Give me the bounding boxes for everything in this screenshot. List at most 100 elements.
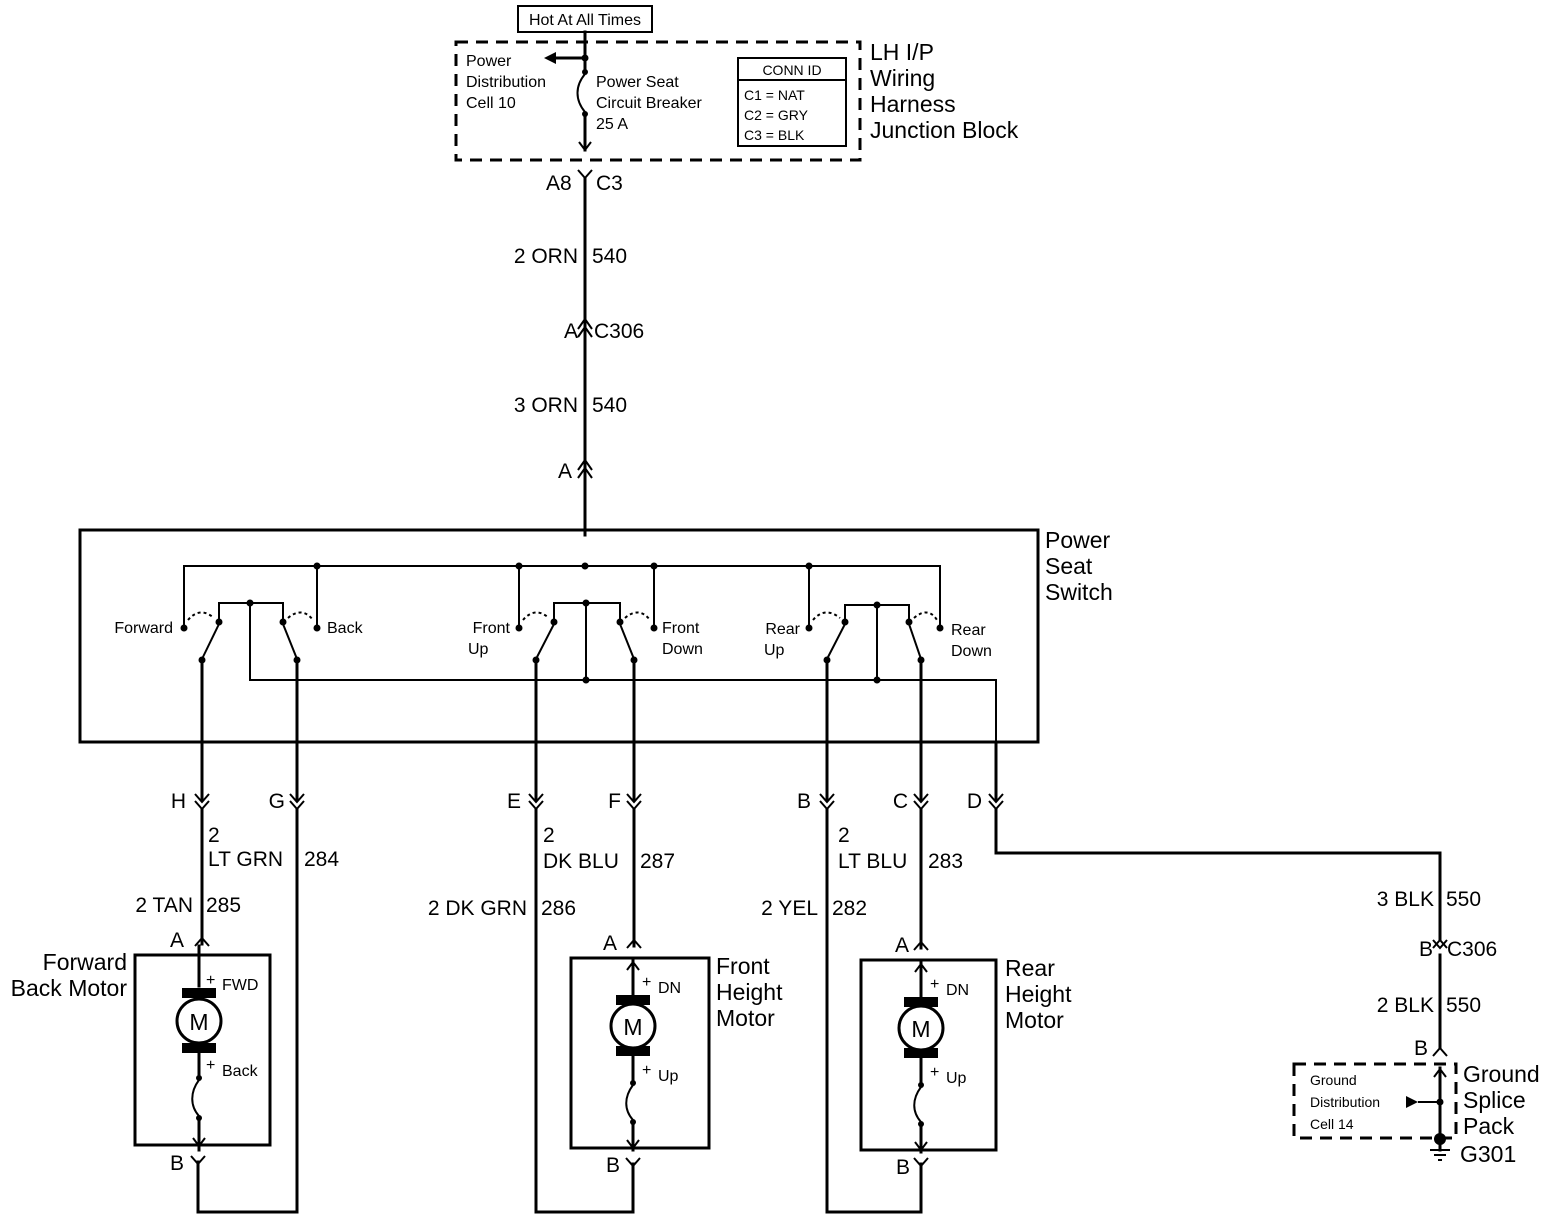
breaker-line-2: Circuit Breaker	[596, 95, 702, 112]
rh-circuit: 283	[928, 850, 963, 873]
power-distribution-line-2: Distribution	[466, 74, 546, 91]
ground-distribution-arrow	[1406, 1096, 1418, 1108]
pin-b-label: B	[797, 790, 811, 813]
pin-d-label: D	[967, 790, 982, 813]
breaker-line-3: 25 A	[596, 116, 628, 133]
fb-pin-a: A	[170, 929, 184, 952]
switch-forward-label: Forward	[114, 620, 173, 637]
switch-rear-down-line-1: Rear	[951, 622, 986, 639]
ground-wire2-color: 2 BLK	[1377, 994, 1434, 1017]
svg-text:+: +	[642, 974, 651, 991]
power-distribution-arrow	[544, 52, 556, 64]
junction-name-line-3: Harness	[870, 91, 956, 117]
svg-text:+: +	[206, 1057, 215, 1074]
conn-id-title: CONN ID	[762, 62, 821, 78]
pin-f-label: F	[608, 790, 621, 813]
svg-text:+: +	[206, 972, 215, 989]
ground-symbol-icon	[1430, 1149, 1450, 1161]
fh-pin-a: A	[603, 932, 617, 955]
ground-dist-line-2: Distribution	[1310, 1094, 1380, 1110]
fh-green: 2 DK GRN	[428, 897, 527, 920]
ground-c306-name: C306	[1447, 938, 1497, 961]
pin-c-label: C	[893, 790, 908, 813]
power-seat-switch: Power Seat Switch Forward Back	[78, 527, 1113, 744]
conn-id-row-1: C1 = NAT	[744, 87, 805, 103]
power-distribution-line-3: Cell 10	[466, 95, 516, 112]
fb-color: LT GRN	[208, 848, 283, 871]
rh-gauge: 2	[838, 824, 850, 847]
rh-pin-a: A	[895, 934, 909, 957]
ground-dist-line-1: Ground	[1310, 1072, 1357, 1088]
hot-at-all-times-label: Hot At All Times	[529, 12, 641, 29]
rh-name-line-2: Height	[1005, 981, 1072, 1007]
power-distribution-line-1: Power	[466, 53, 512, 70]
pin-h-label: H	[171, 790, 186, 813]
ground-wire1-color: 3 BLK	[1377, 888, 1434, 911]
fb-tan-circuit: 285	[206, 894, 241, 917]
conn-id-row-3: C3 = BLK	[744, 127, 805, 143]
ground-pack-line-3: Pack	[1463, 1113, 1515, 1139]
switch-output-wires	[200, 658, 998, 802]
breaker-symbol	[544, 30, 592, 152]
svg-text:+: +	[642, 1062, 651, 1079]
fb-tan: 2 TAN	[135, 894, 193, 917]
fh-name-line-2: Height	[716, 979, 783, 1005]
fh-gauge: 2	[543, 824, 555, 847]
connector-c306-a	[577, 325, 593, 338]
feed-wire1-circuit: 540	[592, 245, 627, 268]
rh-name-line-3: Motor	[1005, 1007, 1064, 1033]
switch-name-line-3: Switch	[1045, 579, 1113, 605]
fb-pin-b: B	[170, 1152, 184, 1175]
conn-id-row-2: C2 = GRY	[744, 107, 809, 123]
rh-color: LT BLU	[838, 850, 907, 873]
rh-yel: 2 YEL	[761, 897, 818, 920]
fb-circuit: 284	[304, 848, 339, 871]
switch-front-up-line-2: Up	[468, 641, 489, 658]
feed-wire2-color: 3 ORN	[514, 394, 578, 417]
ground-splice-pin: B	[1414, 1037, 1428, 1060]
ground-c306-pin: B	[1419, 938, 1433, 961]
switch-pin-a-label: A	[558, 460, 572, 483]
rh-pin-b: B	[896, 1156, 910, 1179]
switch-rear-down-line-2: Down	[951, 643, 992, 660]
fh-name-line-3: Motor	[716, 1005, 775, 1031]
fb-motor-symbol: M	[189, 1009, 208, 1035]
fb-plus-top: FWD	[222, 977, 258, 994]
pin-g-label: G	[269, 790, 285, 813]
switch-front-down-line-1: Front	[662, 620, 700, 637]
hot-at-all-times-box: Hot At All Times	[517, 5, 653, 33]
feed-wire2-circuit: 540	[592, 394, 627, 417]
junction-block: Power Distribution Cell 10 Power Seat Ci…	[454, 39, 1019, 162]
fh-motor-symbol: M	[623, 1014, 642, 1040]
fb-gauge: 2	[208, 824, 220, 847]
fh-green-circuit: 286	[541, 897, 576, 920]
ground-dist-line-3: Cell 14	[1310, 1116, 1354, 1132]
feed-wire1-color: 2 ORN	[514, 245, 578, 268]
harness-wires	[196, 807, 1442, 1214]
front-height-motor: A M + DN + Up B Front Height Motor	[569, 932, 783, 1177]
switch-rear-up-line-1: Rear	[765, 621, 800, 638]
fh-plus-bottom: Up	[658, 1068, 679, 1085]
svg-text:+: +	[930, 976, 939, 993]
pin-e-label: E	[507, 790, 521, 813]
fb-name-line-2: Back Motor	[11, 975, 128, 1001]
pin-a8-label: A8	[546, 172, 572, 195]
rh-name-line-1: Rear	[1005, 955, 1055, 981]
fh-plus-top: DN	[658, 980, 681, 997]
ground-pack-line-2: Splice	[1463, 1087, 1526, 1113]
ground-pack-line-1: Ground	[1463, 1061, 1540, 1087]
fh-circuit: 287	[640, 850, 675, 873]
switch-front-down-line-2: Down	[662, 641, 703, 658]
c306-name-top: C306	[594, 320, 644, 343]
conn-id-table: CONN ID C1 = NAT C2 = GRY C3 = BLK	[737, 57, 847, 147]
junction-name-line-1: LH I/P	[870, 39, 934, 65]
switch-name-line-2: Seat	[1045, 553, 1093, 579]
fh-pin-b: B	[606, 1154, 620, 1177]
ground-wire2-circuit: 550	[1446, 994, 1481, 1017]
junction-name-line-4: Junction Block	[870, 117, 1019, 143]
ground-wire1-circuit: 550	[1446, 888, 1481, 911]
switch-rear-up-line-2: Up	[764, 642, 785, 659]
switch-front-up-line-1: Front	[473, 620, 511, 637]
switch-connectors	[194, 793, 1004, 811]
